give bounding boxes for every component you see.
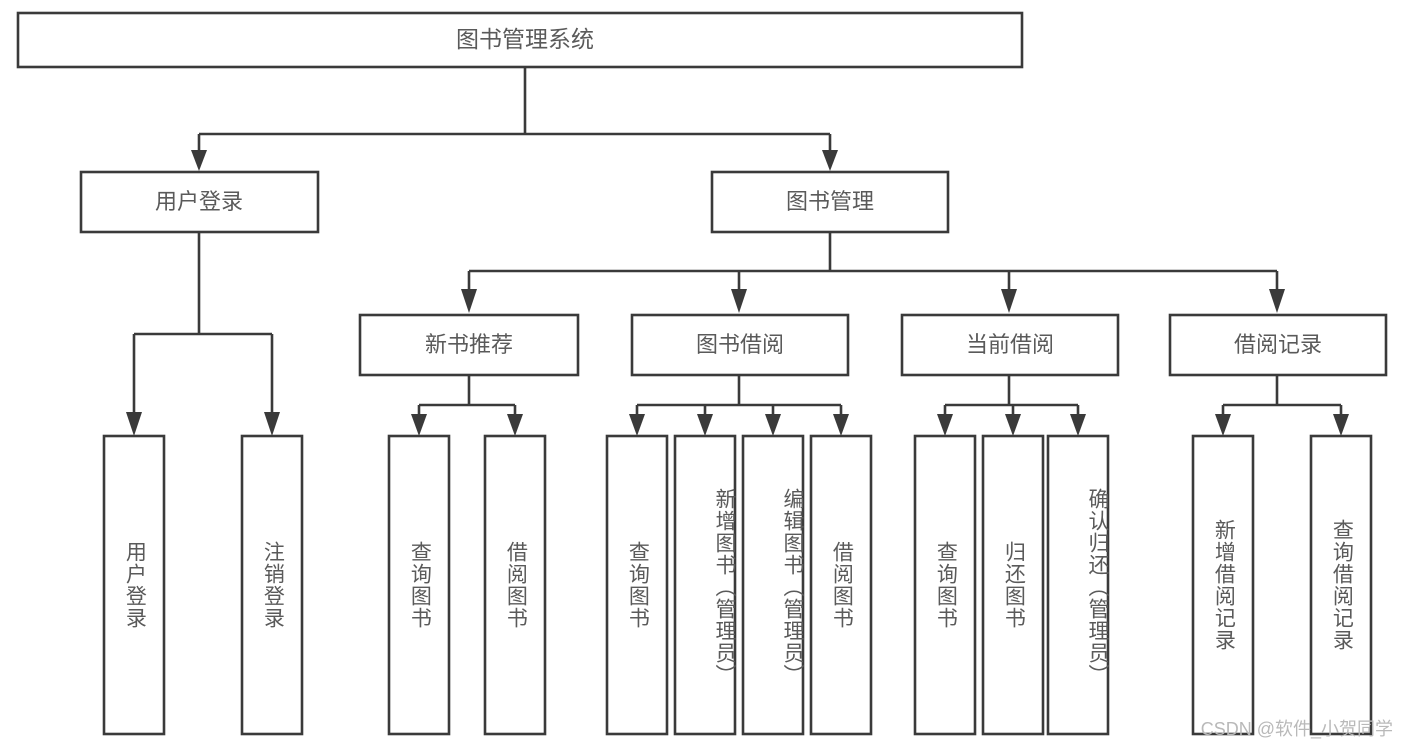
node-br-query-box[interactable] xyxy=(1309,434,1373,736)
node-root-box[interactable] xyxy=(16,11,1024,69)
node-borrow-record-label: 借阅记录 xyxy=(1234,332,1322,357)
arrow-head-bb-add xyxy=(697,414,713,436)
arrow-head-nb-borrow xyxy=(507,414,523,436)
node-new-book-box[interactable] xyxy=(358,313,580,377)
node-bb-query-box[interactable] xyxy=(605,434,669,736)
node-cb-return-box[interactable] xyxy=(981,434,1045,736)
node-bb-borrow-box[interactable] xyxy=(809,434,873,736)
node-current-borrow-box[interactable] xyxy=(900,313,1120,377)
node-current-borrow-label: 当前借阅 xyxy=(966,332,1054,357)
arrow-head-br-add xyxy=(1215,414,1231,436)
node-book-mgmt-box[interactable] xyxy=(710,170,950,234)
node-book-borrow-label: 图书借阅 xyxy=(696,332,784,357)
nodes-layer: 图书管理系统 用户登录 图书管理 新书推荐 图书借阅 当前借阅 借阅记录 xyxy=(16,11,1388,736)
arrow-head-user-login xyxy=(191,150,207,171)
node-bb-add-box[interactable] xyxy=(673,434,737,736)
node-nb-borrow-box[interactable] xyxy=(483,434,547,736)
arrow-head-logout xyxy=(264,412,280,436)
arrow-head-cb-return xyxy=(1005,414,1021,436)
connectors-layer xyxy=(126,67,1349,436)
arrow-head-current-borrow xyxy=(1001,289,1017,313)
arrow-head-cb-confirm xyxy=(1070,414,1086,436)
node-logout-box[interactable] xyxy=(240,434,304,736)
node-borrow-record-box[interactable] xyxy=(1168,313,1388,377)
node-bb-edit-box[interactable] xyxy=(741,434,805,736)
arrow-head-br-query xyxy=(1333,414,1349,436)
node-root-label: 图书管理系统 xyxy=(456,26,594,52)
node-book-borrow-box[interactable] xyxy=(630,313,850,377)
node-book-mgmt-label: 图书管理 xyxy=(786,189,874,214)
arrow-head-book-mgmt xyxy=(822,150,838,171)
node-nb-query-box[interactable] xyxy=(387,434,451,736)
node-user-login-label: 用户登录 xyxy=(155,189,243,214)
node-br-add-box[interactable] xyxy=(1191,434,1255,736)
node-login-box[interactable] xyxy=(102,434,166,736)
arrow-head-bb-borrow xyxy=(833,414,849,436)
arrow-head-book-borrow xyxy=(731,289,747,313)
node-new-book-label: 新书推荐 xyxy=(425,332,513,357)
arrow-head-bb-edit xyxy=(765,414,781,436)
arrow-head-new-book xyxy=(461,289,477,313)
arrow-head-borrow-record xyxy=(1269,289,1285,313)
node-user-login-box[interactable] xyxy=(79,170,320,234)
arrow-head-login xyxy=(126,412,142,436)
arrow-head-cb-query xyxy=(937,414,953,436)
arrow-head-nb-query xyxy=(411,414,427,436)
arrow-head-bb-query xyxy=(629,414,645,436)
node-cb-confirm-box[interactable] xyxy=(1046,434,1110,736)
node-cb-query-box[interactable] xyxy=(913,434,977,736)
